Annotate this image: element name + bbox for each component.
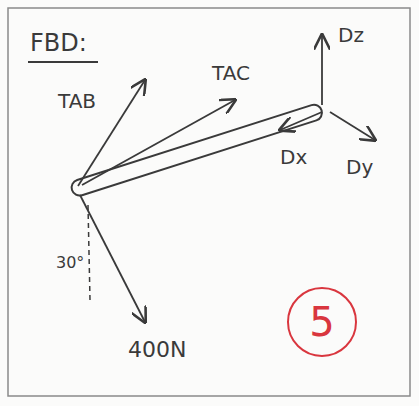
reaction-arrow [280,112,322,130]
force-label: 400N [128,338,186,362]
force-label: Dz [338,24,364,46]
grade-number: 5 [309,302,334,342]
member-rod [70,103,324,198]
force-arrow [82,100,235,185]
diagram-title: FBD: [30,30,87,56]
force-arrow [80,195,145,322]
grade-circle: 5 [287,287,357,357]
sheet-frame [8,8,410,396]
force-label: Dx [280,146,307,168]
force-label: TAC [212,62,250,84]
title-underline [28,61,98,63]
reaction-arrow [321,35,323,105]
reaction-arrow [330,112,375,140]
force-label: TAB [58,90,96,112]
force-label: Dy [346,156,373,178]
angle-label: 30° [56,254,84,272]
reference-line [88,205,90,300]
